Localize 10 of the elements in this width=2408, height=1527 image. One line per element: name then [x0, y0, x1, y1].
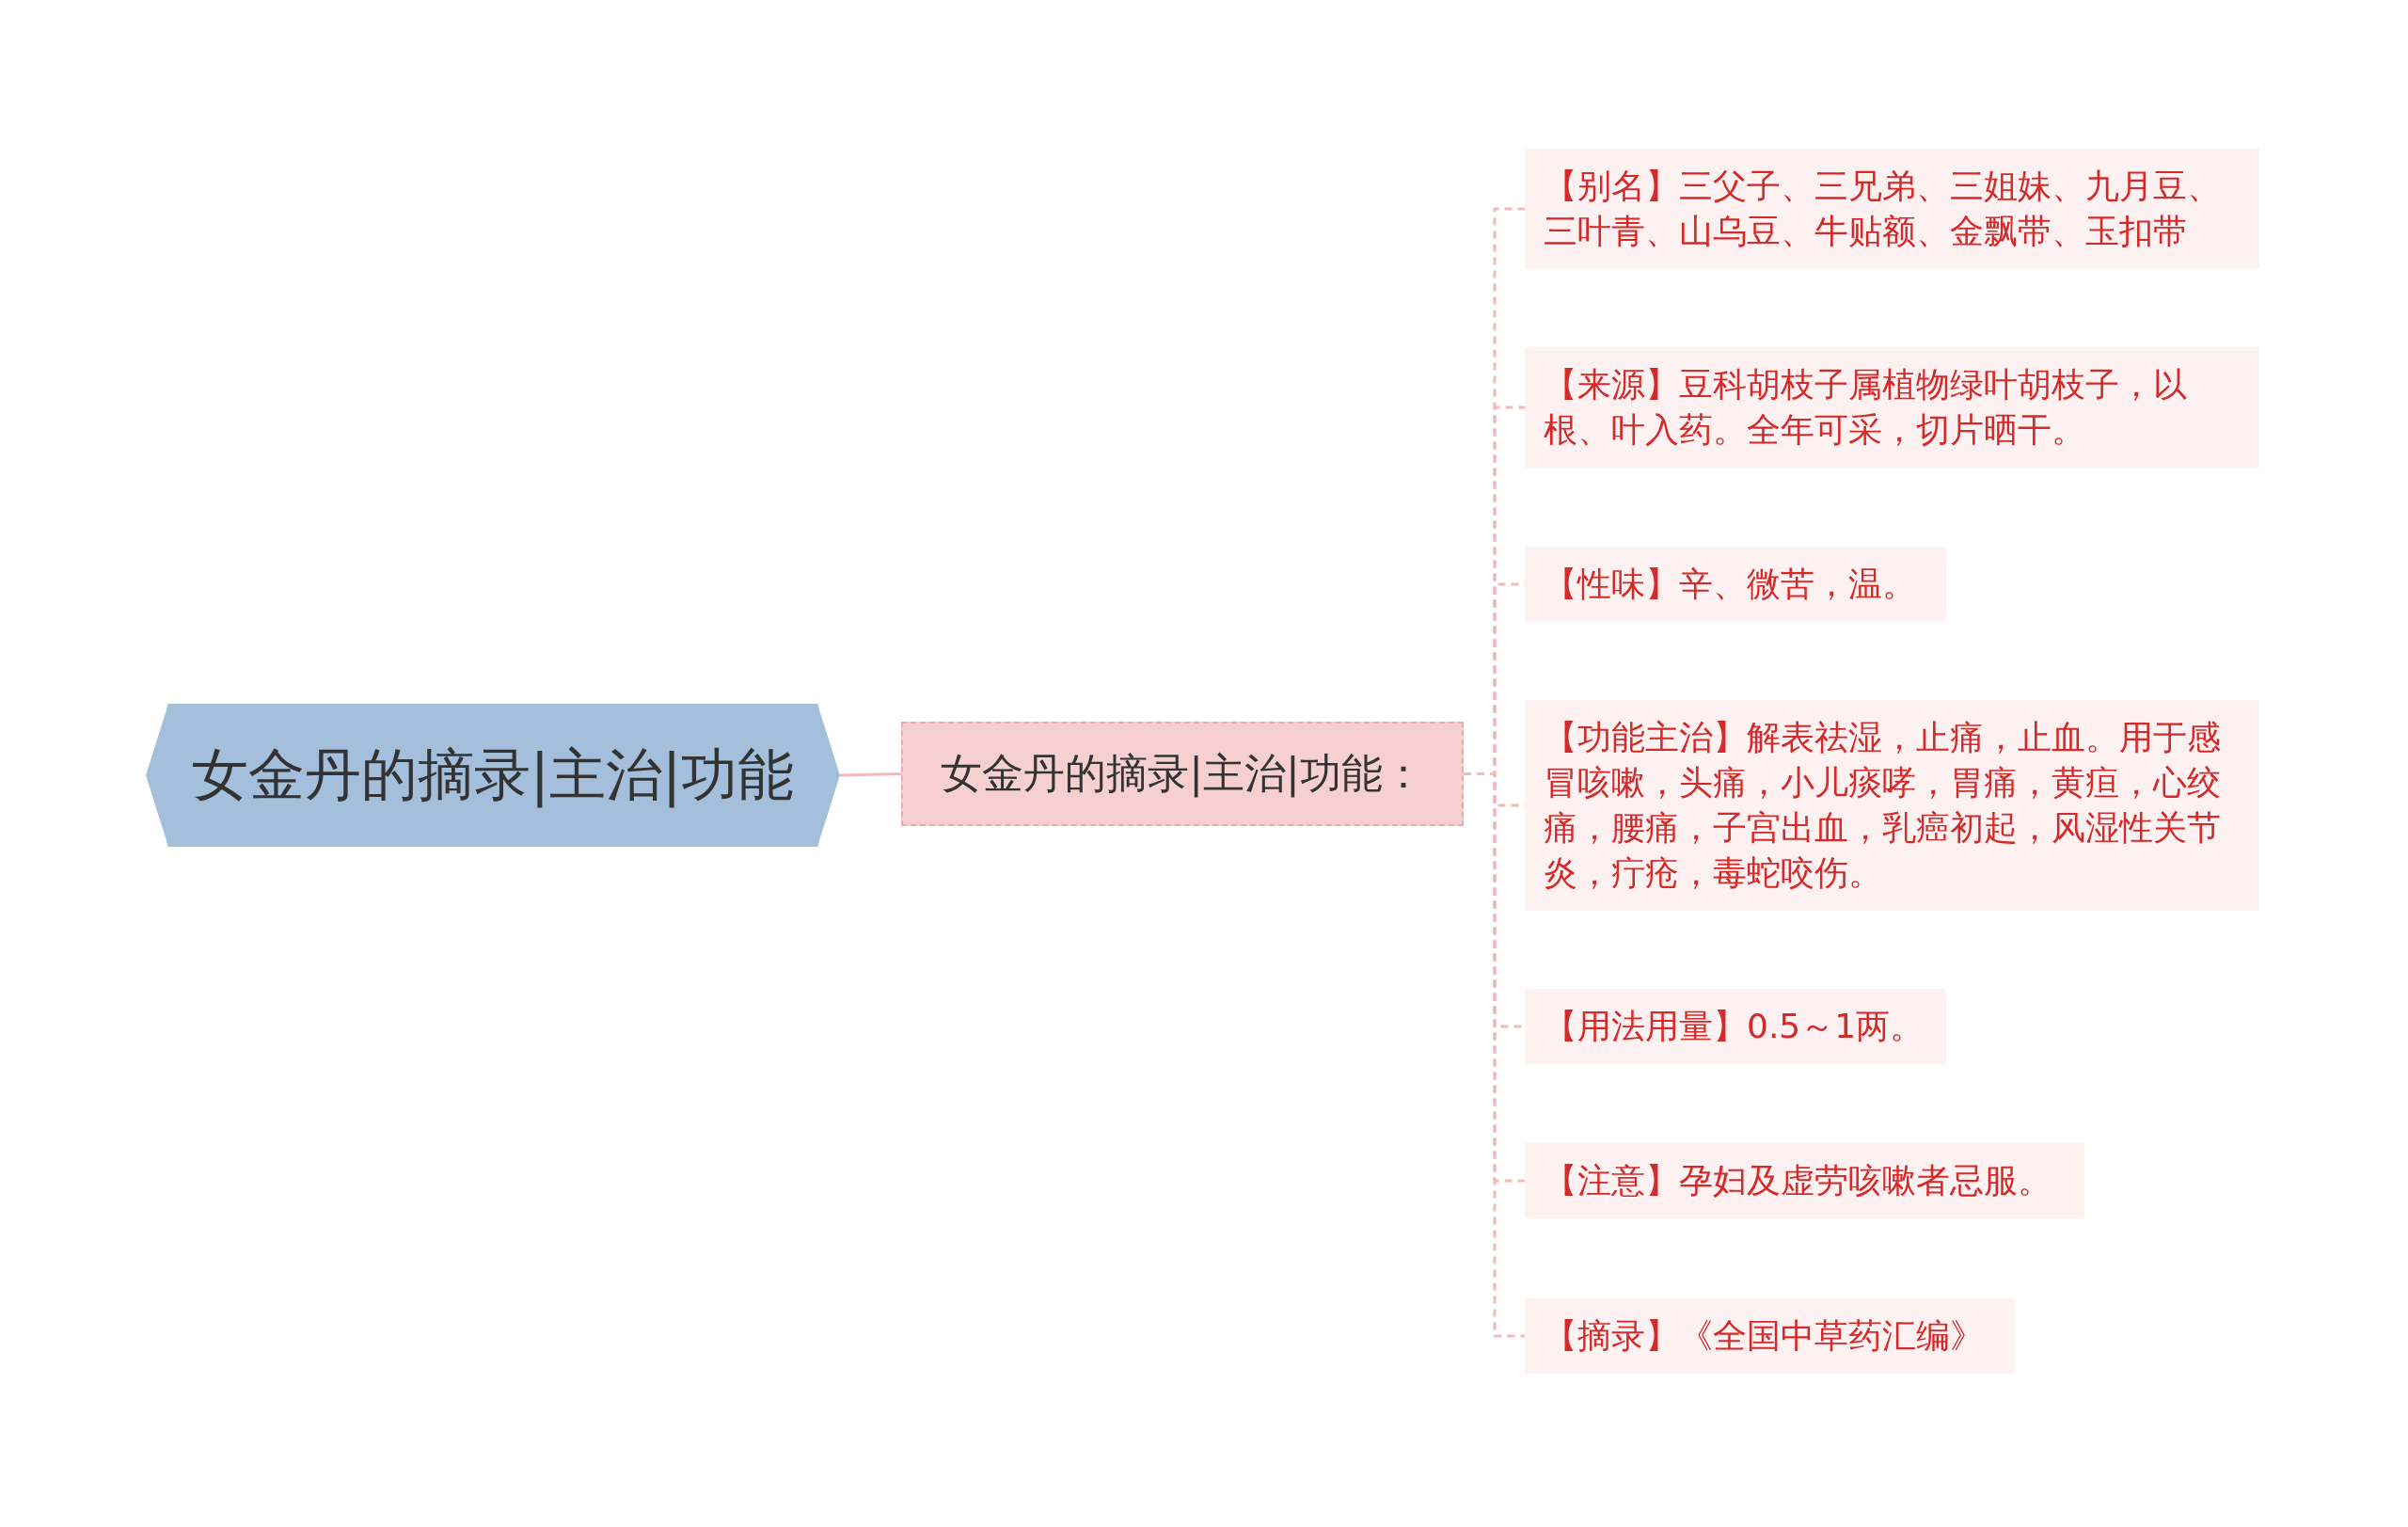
note-box: 【功能主治】解表祛湿，止痛，止血。用于感冒咳嗽，头痛，小儿痰哮，胃痛，黄疸，心绞痛，腰痛，子宫出血，乳癌初起，风湿性关节炎，疔疮，毒蛇咬伤。	[1525, 700, 2259, 911]
note-box: 【注意】孕妇及虚劳咳嗽者忌服。	[1525, 1143, 2084, 1218]
topic-box: 女金丹的摘录|主治|功能：	[901, 722, 1464, 826]
connector-line	[839, 772, 902, 777]
note-box: 【别名】三父子、三兄弟、三姐妹、九月豆、三叶青、山乌豆、牛贴额、金飘带、玉扣带	[1525, 149, 2259, 269]
note-box: 【来源】豆科胡枝子属植物绿叶胡枝子，以根、叶入药。全年可采，切片晒干。	[1525, 347, 2259, 468]
hexagon-node: 女金丹的摘录|主治|功能	[146, 704, 840, 847]
note-box: 【用法用量】0.5～1两。	[1525, 989, 1946, 1064]
note-box: 【性味】辛、微苦，温。	[1525, 547, 1946, 622]
note-box: 【摘录】《全国中草药汇编》	[1525, 1298, 2015, 1374]
